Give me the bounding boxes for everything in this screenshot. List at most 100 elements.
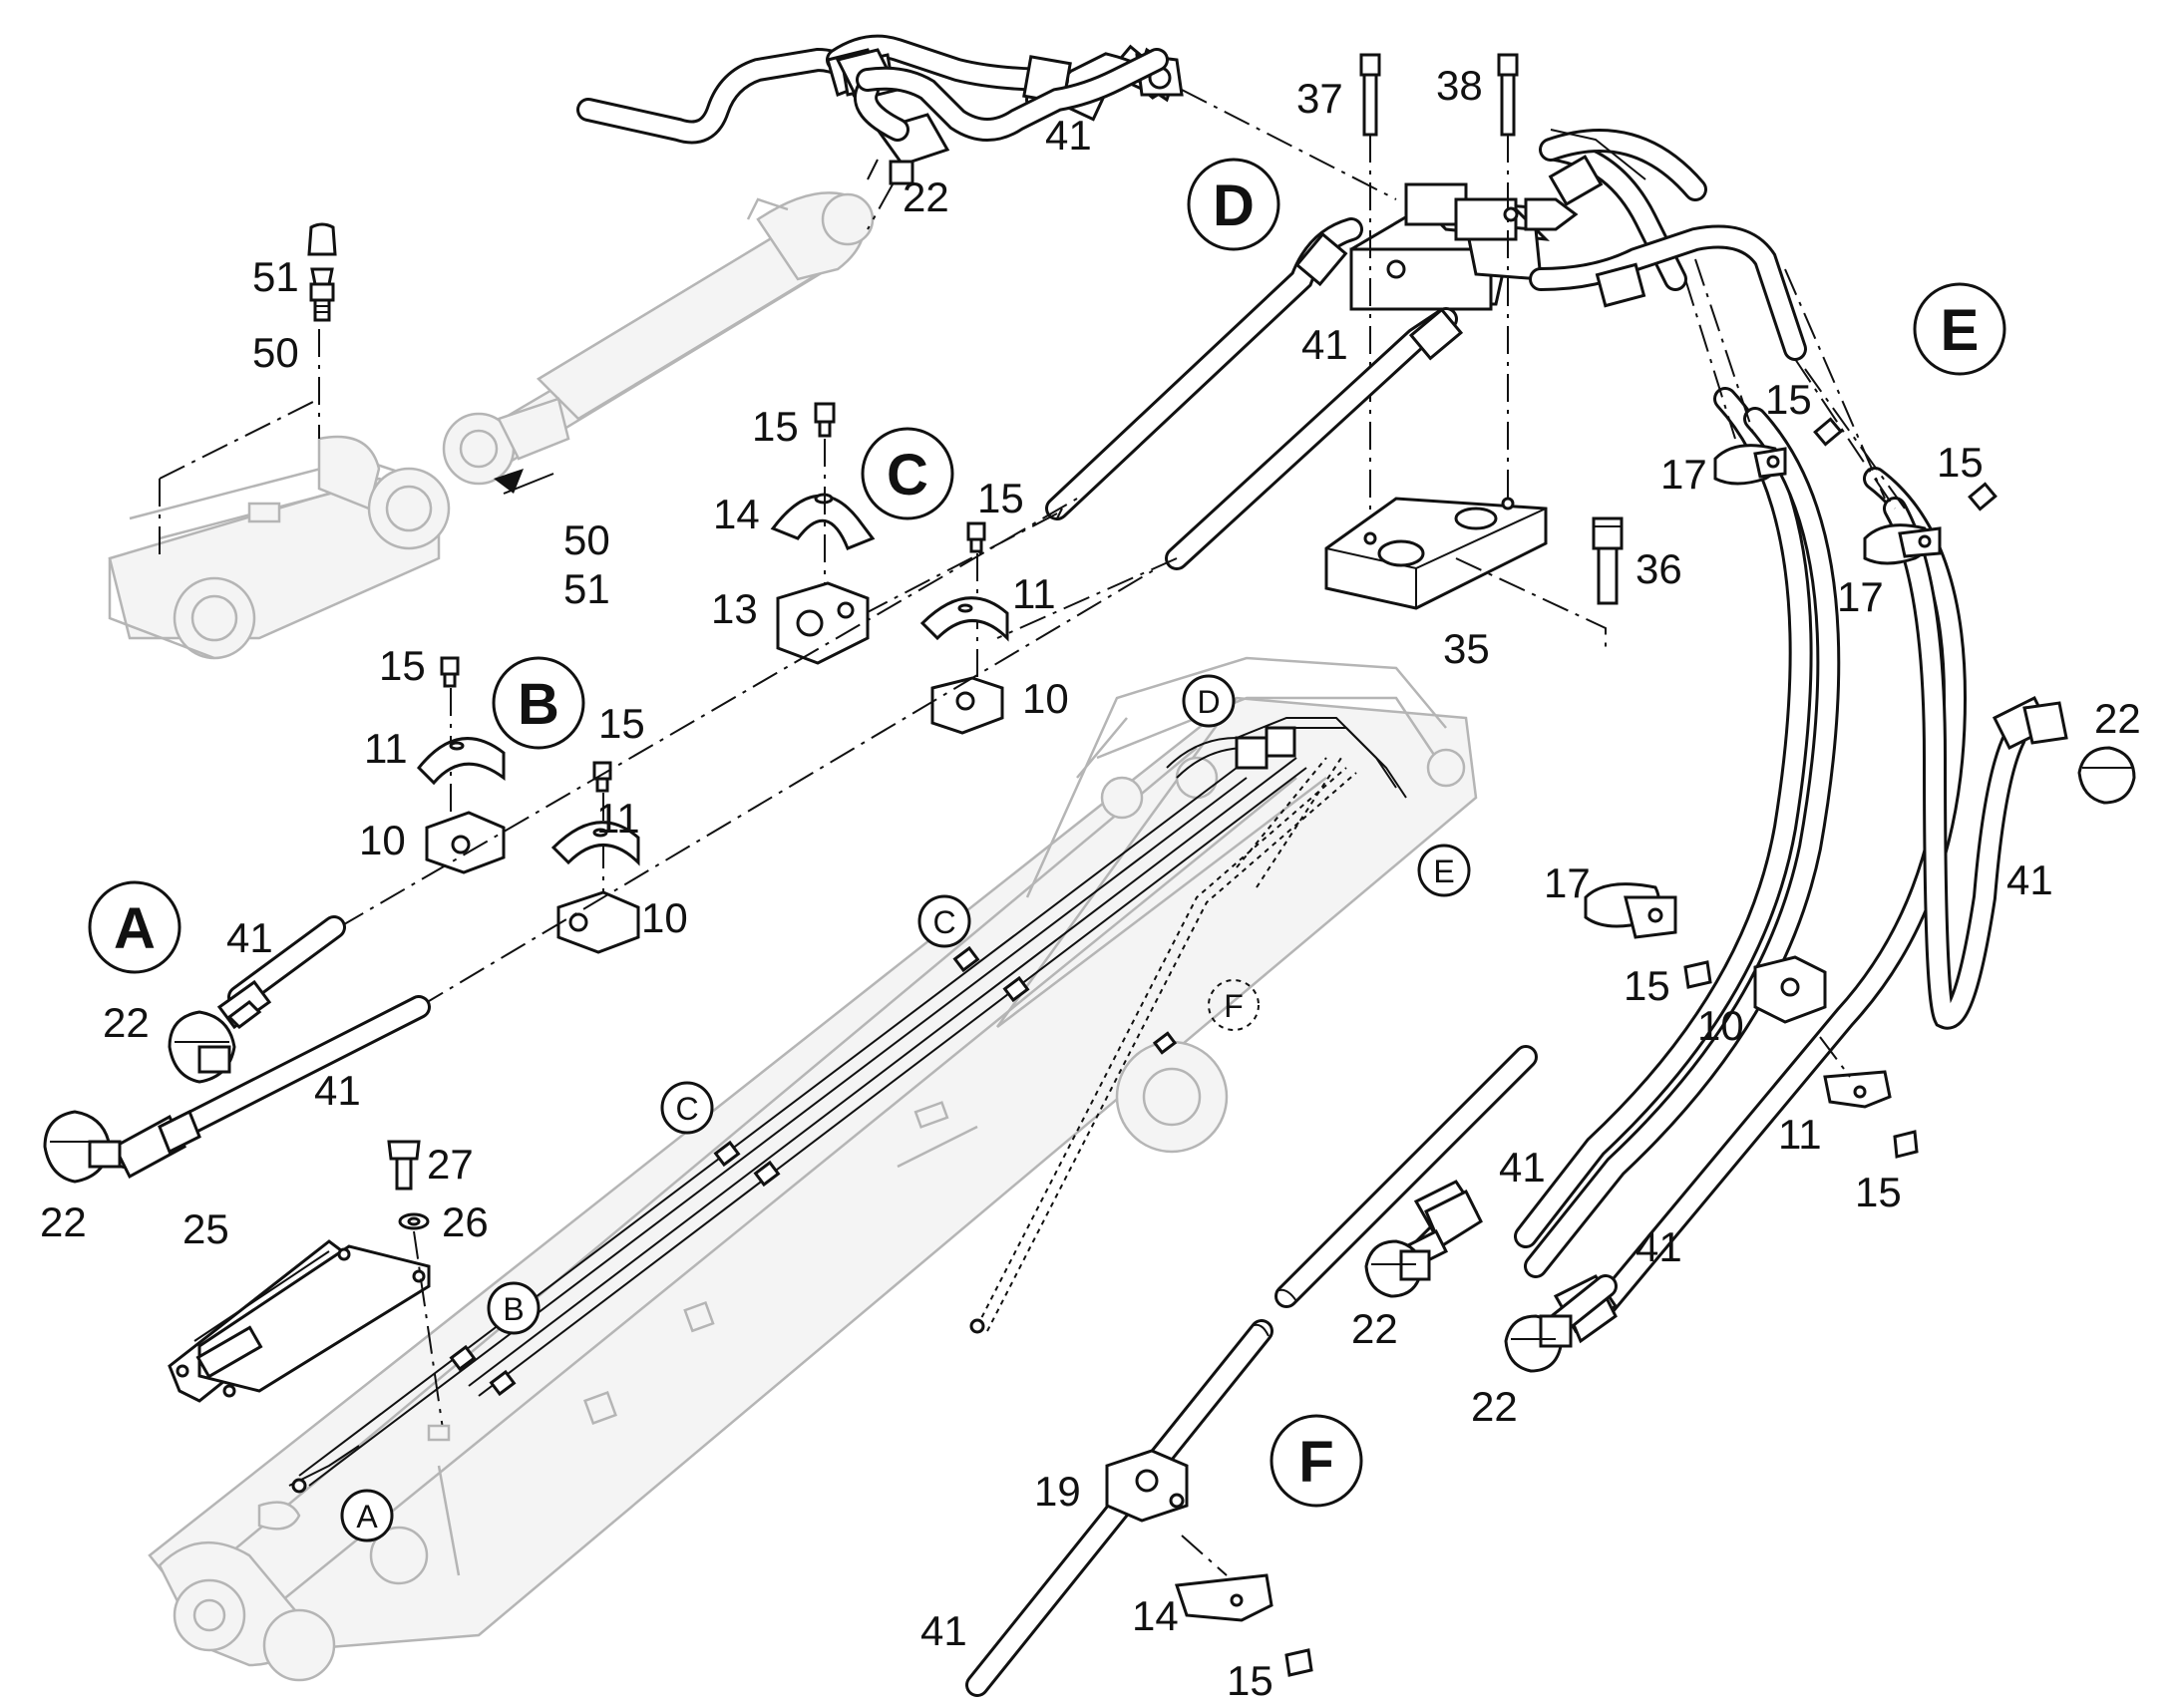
svg-text:C: C <box>675 1091 698 1127</box>
screw-15-E1 <box>1813 417 1843 447</box>
bolt-27 <box>387 1140 421 1191</box>
leader-27 <box>413 1230 445 1437</box>
boom-marker-B: B <box>487 1281 541 1335</box>
svg-text:E: E <box>1941 298 1980 363</box>
clip-17-E1 <box>1713 444 1787 486</box>
svg-text:C: C <box>887 443 928 508</box>
boom-marker-A: A <box>340 1489 394 1542</box>
svg-text:E: E <box>1433 854 1454 889</box>
callout: 14 <box>1132 1592 1179 1639</box>
mount-pad <box>427 1424 451 1442</box>
callout: 51 <box>563 565 610 612</box>
callout: 41 <box>1635 1223 1682 1270</box>
callout: 41 <box>920 1607 967 1654</box>
callout: 10 <box>641 894 688 941</box>
hose-41-top-run-inner <box>859 51 1166 139</box>
callout: 11 <box>1012 570 1056 617</box>
leader-E3 <box>1784 268 1886 500</box>
valve-hoses <box>1045 129 1807 570</box>
screw-15-mid <box>1683 960 1712 989</box>
svg-text:D: D <box>1197 684 1220 720</box>
elbow-22-lower2 <box>1504 1314 1573 1373</box>
callout: 15 <box>379 642 426 689</box>
hose-41-lower-left <box>1403 1180 1483 1269</box>
cover-plate-25 <box>168 1239 431 1403</box>
callout: 22 <box>1471 1383 1518 1430</box>
hose-cut-1 <box>1056 508 1063 519</box>
callout: 22 <box>903 173 949 220</box>
callout: 17 <box>1660 451 1707 498</box>
callout: 26 <box>442 1198 489 1245</box>
callout: 41 <box>1301 321 1348 368</box>
callout: 41 <box>2006 856 2053 903</box>
callout: 15 <box>598 700 645 747</box>
elbow-22-A2 <box>43 1110 122 1184</box>
clamp-11-C <box>919 596 1009 642</box>
section-marker-F: F <box>1270 1414 1363 1508</box>
screw-15-C2 <box>966 521 986 553</box>
block-19-F <box>1105 1449 1189 1523</box>
callout: 41 <box>1045 112 1092 159</box>
clamp-10-B <box>425 811 506 874</box>
callout: 13 <box>711 585 758 632</box>
callout: 15 <box>977 475 1024 521</box>
svg-text:F: F <box>1298 1430 1333 1495</box>
clip-17-mid <box>1584 882 1677 939</box>
callout: 51 <box>252 253 299 300</box>
callout: 11 <box>364 725 408 772</box>
callout: 15 <box>1624 962 1670 1009</box>
section-marker-B: B <box>492 656 585 750</box>
callout: 37 <box>1296 75 1343 122</box>
boom-foot-bracket <box>108 329 451 660</box>
callout: 15 <box>1855 1169 1902 1215</box>
leader-E5 <box>1804 368 1906 510</box>
svg-text:D: D <box>1213 173 1255 238</box>
clamp-14-C <box>770 493 876 550</box>
boom-marker-F: F <box>1208 979 1260 1031</box>
elbow-22-E <box>1992 695 2136 805</box>
clamp-11-E <box>1819 1036 1892 1109</box>
clamp-10-B2 <box>556 890 640 954</box>
bolt-38 <box>1497 53 1519 137</box>
callout: 22 <box>2094 695 2141 742</box>
boom-marker-C2: C <box>660 1081 714 1135</box>
callout: 22 <box>40 1198 87 1245</box>
callout: 25 <box>182 1205 229 1252</box>
mounting-plate-35 <box>1324 497 1548 610</box>
callout: 41 <box>314 1067 361 1114</box>
callout: 10 <box>359 817 406 863</box>
boom-marker-C1: C <box>917 894 971 948</box>
elbow-22-A1 <box>168 1010 236 1084</box>
callout-labels: 51 50 50 51 22 41 37 38 41 15 14 13 15 1… <box>40 62 2141 1704</box>
callout: 10 <box>1022 675 1069 722</box>
hose-E-left <box>1514 387 1841 1278</box>
callout: 22 <box>103 999 150 1046</box>
leader-22-top <box>867 183 894 230</box>
callout: 15 <box>1937 439 1984 486</box>
callout: 35 <box>1443 625 1490 672</box>
callout: 38 <box>1436 62 1483 109</box>
hose-41-A-upper <box>216 915 346 1030</box>
leader-hose-to-clamp-c <box>817 512 1058 639</box>
hose-41-A-lower <box>113 995 431 1180</box>
svg-text:B: B <box>503 1291 524 1327</box>
screw-15-E2 <box>1968 482 1998 512</box>
block-10-E <box>1753 955 1827 1024</box>
clamp-10-C <box>930 676 1004 735</box>
leader-top-hose-to-valve <box>1181 89 1397 200</box>
section-marker-D: D <box>1187 158 1280 251</box>
bolt-36 <box>1592 516 1624 605</box>
callout: 27 <box>427 1141 474 1188</box>
clip-17-E2 <box>1863 523 1942 565</box>
callout: 15 <box>1765 376 1812 423</box>
leader-E1 <box>1684 278 1736 440</box>
boom-marker-D: D <box>1182 674 1236 728</box>
section-marker-C: C <box>861 427 954 520</box>
section-marker-E: E <box>1913 282 2006 376</box>
callout: 11 <box>1778 1111 1822 1158</box>
callout: 17 <box>1544 859 1591 906</box>
callout: 50 <box>563 516 610 563</box>
callout: 15 <box>1227 1657 1273 1704</box>
